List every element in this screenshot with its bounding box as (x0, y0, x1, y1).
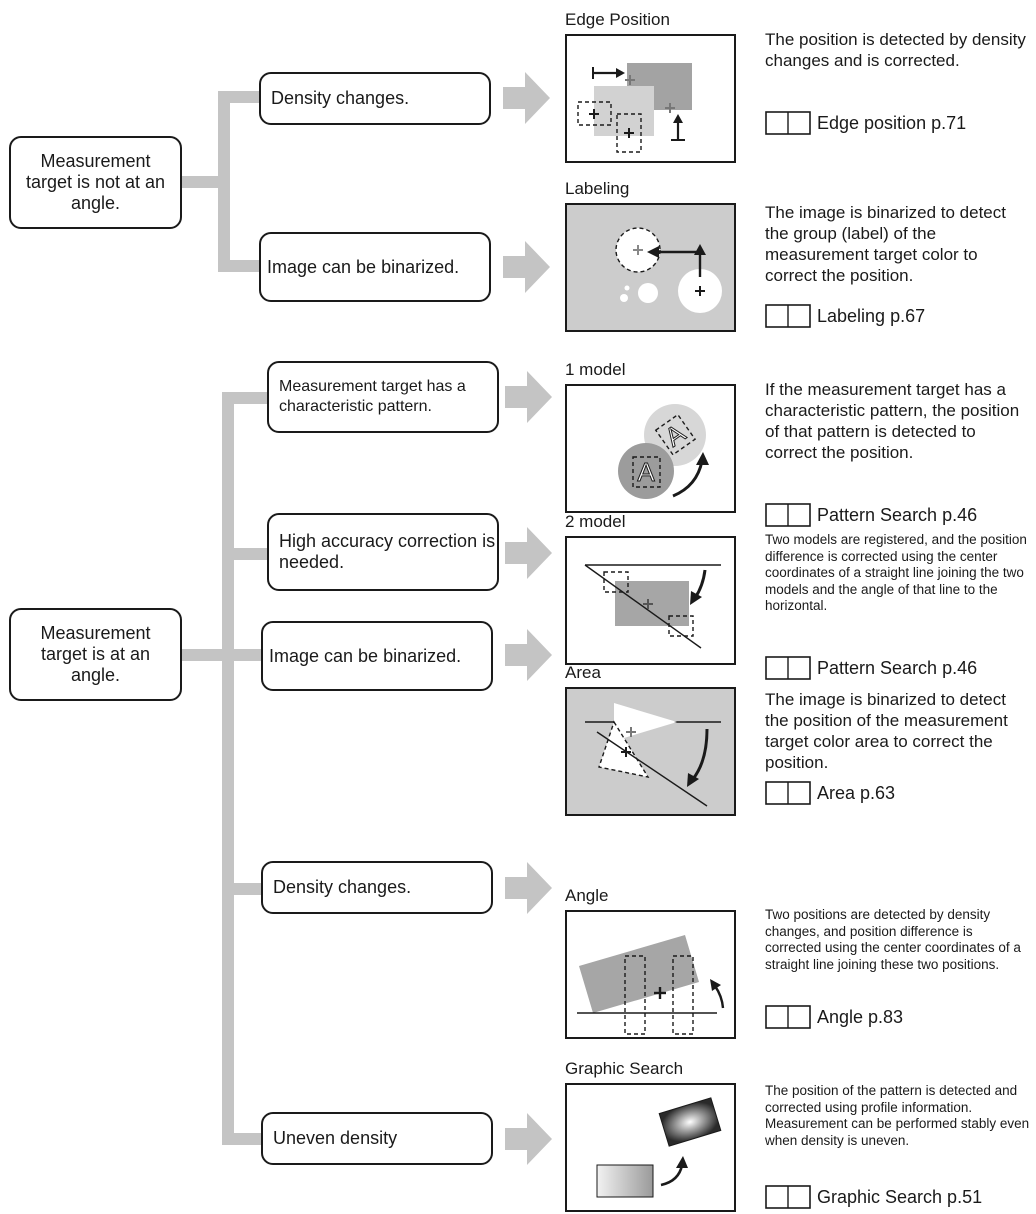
book-icon (765, 1005, 811, 1029)
reference-label[interactable]: Area p.63 (817, 782, 896, 803)
connector-group2-trunk (222, 392, 234, 1145)
right-arrow-icon (503, 241, 550, 293)
illustration-angle (565, 910, 736, 1039)
method-description: Two positions are detected by density ch… (765, 907, 1021, 972)
root-box-not-angled: Measurement target is not at an angle. (9, 136, 182, 229)
connector-root1-stem (178, 176, 218, 188)
condition-label: Density changes. (273, 877, 412, 897)
connector-branch-graphic-search (222, 1133, 262, 1145)
method-description: The image is binarized to detect the gro… (765, 203, 1006, 285)
method-title: 1 model (565, 360, 626, 379)
book-icon (765, 304, 811, 328)
illustration-one-model: A A (565, 384, 736, 513)
book-icon (765, 781, 811, 805)
condition-label: Uneven density (273, 1128, 398, 1148)
connector-branch-two-model (222, 548, 268, 560)
illustration-edge-position (565, 34, 736, 163)
manual-reference[interactable]: Angle p.83 (765, 1005, 903, 1029)
condition-label: Image can be binarized. (267, 256, 460, 277)
illustration-labeling (565, 203, 736, 332)
connector-branch-labeling (218, 260, 260, 272)
method-description: The position is detected by density chan… (765, 30, 1026, 70)
illustration-graphic-search (565, 1083, 736, 1212)
reference-label[interactable]: Edge position p.71 (817, 112, 967, 133)
manual-reference[interactable]: Pattern Search p.46 (765, 503, 977, 527)
condition-label: Image can be binarized. (269, 645, 462, 666)
right-arrow-icon (505, 629, 552, 681)
method-description: The image is binarized to detect the pos… (765, 690, 1008, 772)
connector-branch-edge-position (218, 91, 260, 103)
right-arrow-icon (505, 371, 552, 423)
connector-branch-area (222, 649, 262, 661)
reference-label[interactable]: Pattern Search p.46 (817, 657, 978, 678)
reference-label[interactable]: Labeling p.67 (817, 305, 926, 326)
reference-label[interactable]: Angle p.83 (817, 1006, 904, 1027)
right-arrow-icon (505, 527, 552, 579)
condition-label: Measurement target has a characteristic … (279, 378, 466, 415)
illustration-two-model (565, 536, 736, 665)
connector-branch-one-model (222, 392, 268, 404)
manual-reference[interactable]: Pattern Search p.46 (765, 656, 977, 680)
method-description: If the measurement target has a characte… (765, 380, 1020, 462)
method-title: Graphic Search (565, 1059, 684, 1078)
method-title: Labeling (565, 179, 630, 198)
condition-box: Image can be binarized. (259, 232, 491, 302)
condition-box: Uneven density (261, 1112, 493, 1165)
book-icon (765, 111, 811, 135)
root-label: Measurement target is at an angle. (40, 623, 151, 685)
right-arrow-icon (503, 72, 550, 124)
condition-box: Measurement target has a characteristic … (267, 361, 499, 433)
condition-label: Density changes. (271, 88, 410, 108)
book-icon (765, 503, 811, 527)
condition-box: Image can be binarized. (261, 621, 493, 691)
right-arrow-icon (505, 862, 552, 914)
method-title: 2 model (565, 512, 626, 531)
svg-text:A: A (637, 457, 655, 487)
book-icon (765, 1185, 811, 1209)
reference-label[interactable]: Graphic Search p.51 (817, 1186, 983, 1207)
connector-branch-angle (222, 883, 262, 895)
connector-root2-stem (180, 649, 222, 661)
condition-box: Density changes. (259, 72, 491, 125)
method-title: Angle (565, 886, 609, 905)
method-title: Area (565, 663, 601, 682)
condition-box: Density changes. (261, 861, 493, 914)
book-icon (765, 656, 811, 680)
right-arrow-icon (505, 1113, 552, 1165)
condition-box: High accuracy correction is needed. (267, 513, 499, 591)
manual-reference[interactable]: Edge position p.71 (765, 111, 966, 135)
method-description: Two models are registered, and the posit… (765, 532, 1027, 613)
manual-reference[interactable]: Graphic Search p.51 (765, 1185, 982, 1209)
manual-reference[interactable]: Labeling p.67 (765, 304, 925, 328)
illustration-area (565, 687, 736, 816)
root-box-angled: Measurement target is at an angle. (9, 608, 182, 701)
condition-label: High accuracy correction is needed. (279, 531, 496, 572)
root-label: Measurement target is not at an angle. (25, 151, 166, 213)
manual-reference[interactable]: Area p.63 (765, 781, 895, 805)
connector-group1-trunk (218, 91, 230, 271)
method-title: Edge Position (565, 10, 670, 29)
method-description: The position of the pattern is detected … (765, 1083, 1030, 1148)
reference-label[interactable]: Pattern Search p.46 (817, 504, 978, 525)
